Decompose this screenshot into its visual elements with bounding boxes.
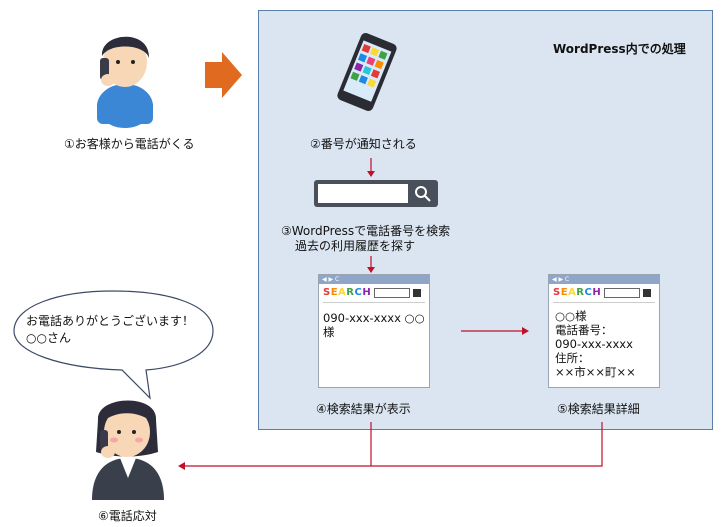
panel-title: WordPress内での処理 xyxy=(553,42,686,56)
detail-address-label: 住所： xyxy=(555,351,590,365)
search-logo: SEARCH xyxy=(553,287,602,298)
browser-toolbar: ◀ ▶ C xyxy=(549,275,659,284)
step6-label: ⑥電話応対 xyxy=(98,509,157,523)
step3-label-2: 過去の利用履歴を探す xyxy=(295,239,416,253)
detail-address: ××市××町×× xyxy=(555,365,636,379)
arrow-5-6 xyxy=(371,422,603,467)
step1-label: ①お客様から電話がくる xyxy=(64,137,195,151)
browser-toolbar: ◀ ▶ C xyxy=(319,275,429,284)
detail-phone-label: 電話番号： xyxy=(555,323,613,337)
step3-label-1: ③WordPressで電話番号を検索 xyxy=(281,224,451,238)
detail-phone: 090-xxx-xxxx xyxy=(555,337,633,351)
step5-label: ⑤検索結果詳細 xyxy=(557,402,640,416)
search-detail-window: ◀ ▶ C SEARCH ○○様 電話番号： 090-xxx-xxxx 住所： … xyxy=(548,274,660,388)
step4-label: ④検索結果が表示 xyxy=(316,402,411,416)
search-logo: SEARCH xyxy=(323,287,372,298)
bubble-line-2: ○○さん xyxy=(26,331,71,345)
bubble-line-1: お電話ありがとうございます！ xyxy=(26,314,195,328)
detail-text: ○○様 電話番号： 090-xxx-xxxx 住所： ××市××町×× xyxy=(549,309,659,379)
search-results-window: ◀ ▶ C SEARCH 090-xxx-xxxx ○○様 xyxy=(318,274,430,388)
detail-name: ○○様 xyxy=(555,309,587,323)
step2-label: ②番号が通知される xyxy=(310,137,417,151)
speech-bubble xyxy=(13,290,214,400)
orange-arrow-icon xyxy=(205,52,242,98)
search-result-row: 090-xxx-xxxx ○○様 xyxy=(323,311,425,339)
